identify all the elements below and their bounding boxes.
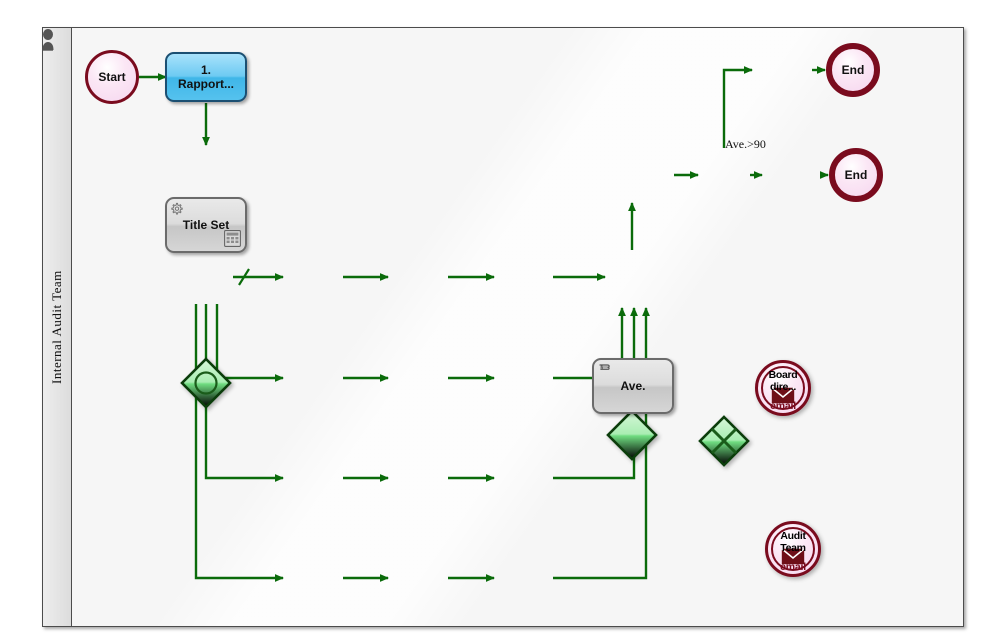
message-node-board-direct[interactable]: Board dire... email bbox=[755, 360, 811, 416]
end-event-bottom[interactable]: End bbox=[829, 148, 883, 202]
pool-internal-audit-team[interactable]: Internal Audit Team bbox=[42, 27, 964, 627]
envelope-icon bbox=[781, 548, 805, 565]
gear-icon bbox=[171, 202, 183, 215]
lane-body bbox=[72, 28, 963, 626]
task-rapport-line2: Rapport... bbox=[178, 77, 234, 91]
gateway-exclusive-decision[interactable] bbox=[698, 415, 750, 467]
business-rule-icon bbox=[224, 230, 241, 247]
end-event-top[interactable]: End bbox=[826, 43, 880, 97]
task-rapport[interactable]: 1. Rapport... bbox=[165, 52, 247, 102]
task-title-set[interactable]: Title Set bbox=[165, 197, 247, 253]
message-node-board-direct-protocol: email bbox=[770, 400, 796, 412]
start-event-label: Start bbox=[98, 70, 126, 84]
board-direct-line1: Board bbox=[768, 369, 798, 381]
edge-label-ave-gt-90: Ave.>90 bbox=[725, 137, 766, 151]
envelope-icon bbox=[771, 387, 795, 404]
message-node-board-direct-title: Board dire... bbox=[760, 369, 806, 393]
pool-header[interactable]: Internal Audit Team bbox=[43, 28, 72, 626]
script-icon bbox=[599, 364, 610, 370]
person-icon bbox=[42, 29, 54, 51]
task-rapport-label: 1. Rapport... bbox=[175, 63, 237, 91]
task-rapport-line1: 1. bbox=[200, 63, 211, 77]
gateway-inclusive-split[interactable] bbox=[180, 357, 232, 409]
audit-team-line2: Team bbox=[780, 541, 806, 554]
pool-lane-label: Internal Audit Team bbox=[49, 270, 64, 384]
task-ave[interactable]: Ave. bbox=[592, 358, 674, 414]
end-event-top-label: End bbox=[841, 63, 865, 77]
board-direct-line2: dire... bbox=[770, 380, 796, 393]
message-node-audit-team-title: Audit Team bbox=[770, 530, 816, 554]
audit-team-line1: Audit bbox=[780, 530, 806, 542]
gateway-merge[interactable] bbox=[606, 409, 658, 461]
start-event[interactable]: Start bbox=[85, 50, 139, 104]
message-node-audit-team-protocol: email bbox=[780, 561, 806, 573]
task-ave-label: Ave. bbox=[620, 379, 646, 393]
message-node-audit-team[interactable]: Audit Team email bbox=[765, 521, 821, 577]
end-event-bottom-label: End bbox=[844, 168, 868, 182]
